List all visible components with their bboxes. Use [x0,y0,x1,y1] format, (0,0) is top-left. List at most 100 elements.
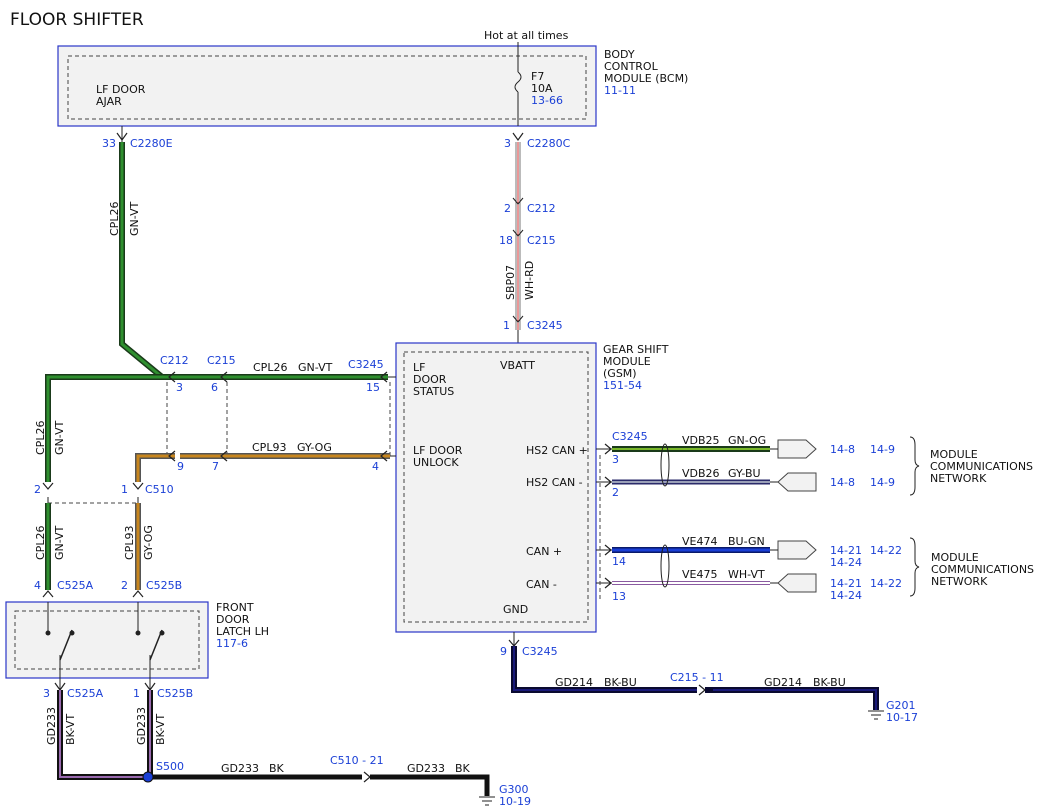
g201-name[interactable]: G201 [886,699,916,712]
g300-name[interactable]: G300 [499,783,529,796]
gsm-ref[interactable]: 151-54 [603,379,642,392]
gd214-circuit-b: GD214 [764,676,802,689]
gd214-color-b: BK-BU [813,676,846,689]
c3245-left-pin-a: 15 [366,381,380,394]
latch-switch-a-icon [59,629,73,661]
connector-arrow-icon [116,132,128,142]
latch-box[interactable] [5,601,209,679]
gsm-lf-door-status-3: STATUS [413,385,454,398]
bcm-lf-door-ajar-1: LF DOOR [96,83,146,96]
wire-cpl26-upper[interactable] [119,142,175,380]
ve474-ref-1[interactable]: 14-21 [830,544,862,557]
c215-mid-name[interactable]: C215 [207,354,236,367]
c215-mid-pin-a: 6 [211,381,218,394]
ve474-ref-2[interactable]: 14-22 [870,544,902,557]
ve475-ref-1[interactable]: 14-21 [830,577,862,590]
network-upper-2: COMMUNICATIONS [930,460,1033,473]
c212-top-name[interactable]: C212 [527,202,556,215]
c215-top-name[interactable]: C215 [527,234,556,247]
c525b-bot-name[interactable]: C525B [157,687,193,700]
connector-arrow-icon [512,197,524,205]
wire-gd233-bk[interactable] [150,774,490,796]
connector-arrow-icon [168,371,176,383]
c215-inline-label[interactable]: C215 - 11 [670,671,724,684]
connector-arrow-icon [512,315,524,323]
c510-name[interactable]: C510 [145,483,174,496]
vdb26-ref-1[interactable]: 14-8 [830,476,855,489]
diagram-title: FLOOR SHIFTER [10,10,144,30]
latch-inner-box [14,610,200,670]
gsm-name-3: (GSM) [603,367,637,380]
latch-switch-b-icon [149,629,163,661]
terminal-in-ve475-icon[interactable] [777,573,817,593]
fuse-ref[interactable]: 13-66 [531,94,563,107]
cpl26-color-mid: GN-VT [298,361,333,374]
ve475-color: WH-VT [728,568,765,581]
latch-ref[interactable]: 117-6 [216,637,248,650]
connector-arrow-icon [220,450,228,462]
brace-lower-icon [909,537,920,597]
connector-arrow-icon [604,544,612,556]
c2280e-pin: 33 [102,137,116,150]
c525b-top-name[interactable]: C525B [146,579,182,592]
gd233-color-a: BK-VT [64,714,77,745]
vdb25-ref-2[interactable]: 14-9 [870,443,895,456]
s500-name[interactable]: S500 [156,760,184,773]
latch-name-2: DOOR [216,613,250,626]
c2280c-name[interactable]: C2280C [527,137,571,150]
wire-cpl93-down[interactable] [135,453,175,482]
ve475-ref-2[interactable]: 14-22 [870,577,902,590]
wire-gd233-bk-vt-a[interactable] [57,690,148,780]
brace-upper-icon [909,436,920,496]
splice-s500-icon[interactable] [142,771,154,783]
c212-mid-name[interactable]: C212 [160,354,189,367]
c510-inline-label[interactable]: C510 - 21 [330,754,384,767]
bcm-inner-box [67,55,587,120]
ground-g300-icon [479,796,495,806]
bcm-ref[interactable]: 11-11 [604,84,636,97]
connector-arrow-icon [604,443,612,455]
c525a-bot-name[interactable]: C525A [67,687,104,700]
cpl26-color-upper: GN-VT [128,201,141,236]
wire-gd214[interactable] [511,646,879,710]
cpl26-color-lower: GN-VT [53,525,66,560]
gd233-circuit-a: GD233 [45,707,58,745]
c525a-bot-pin: 3 [43,687,50,700]
c212-top-pin: 2 [504,202,511,215]
c212-mid-pin-a: 3 [176,381,183,394]
c3245-right-pin2: 2 [612,486,619,499]
c525a-top-name[interactable]: C525A [57,579,94,592]
gd233-bk-color-a: BK [269,762,285,775]
twisted-pair-upper-icon [660,443,670,487]
c2280e-name[interactable]: C2280E [130,137,173,150]
c3245-gnd-name[interactable]: C3245 [522,645,558,658]
left-pin-2: 2 [34,483,41,496]
c3245-right-name[interactable]: C3245 [612,430,648,443]
cpl26-circuit-left: CPL26 [34,421,47,455]
vdb26-ref-2[interactable]: 14-9 [870,476,895,489]
ve475-ref-3[interactable]: 14-24 [830,589,862,602]
g300-ref[interactable]: 10-19 [499,795,531,808]
cpl93-color-lower: GY-OG [142,525,155,560]
wire-cpl26-left[interactable] [45,374,162,482]
gsm-gnd: GND [503,603,528,616]
c3245-top-name[interactable]: C3245 [527,319,563,332]
bcm-box[interactable] [57,45,597,127]
sbp07-color: WH-RD [523,261,536,300]
cpl93-circuit-mid: CPL93 [252,441,286,454]
g201-ref[interactable]: 10-17 [886,711,918,724]
terminal-out-ve474-icon[interactable] [777,540,817,560]
gsm-box[interactable] [395,342,597,633]
c215-mid-pin-b: 7 [212,460,219,473]
connector-arrow-icon [42,590,54,598]
ve474-color: BU-GN [728,535,765,548]
latch-name-3: LATCH LH [216,625,269,638]
connector-arrow-icon [168,450,176,462]
terminal-out-vdb25-icon[interactable] [777,439,817,459]
c3245-left-name[interactable]: C3245 [348,358,384,371]
ve474-ref-3[interactable]: 14-24 [830,556,862,569]
vdb25-circuit: VDB25 [682,434,720,447]
c3245-top-pin: 1 [503,319,510,332]
terminal-in-vdb26-icon[interactable] [777,472,817,492]
vdb25-ref-1[interactable]: 14-8 [830,443,855,456]
